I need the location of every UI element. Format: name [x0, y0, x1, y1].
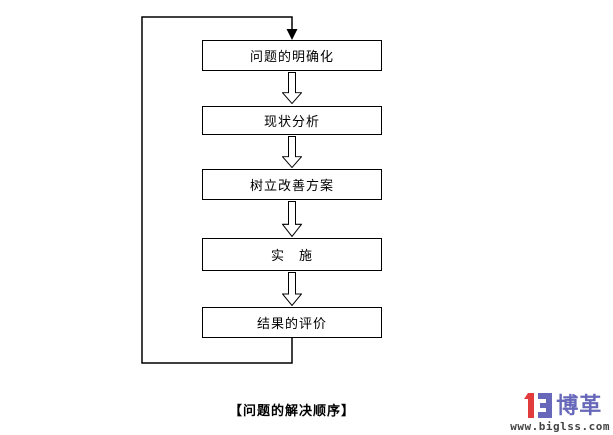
diagram-caption: 【问题的解决顺序】: [228, 403, 355, 418]
flow-step-establish-improvement-plan: 树立改善方案: [202, 169, 382, 200]
down-arrow-icon: [282, 272, 302, 306]
biglss-logo: 博革 www.biglss.com: [510, 392, 610, 433]
logo-brand-text: 博革: [556, 392, 603, 418]
flow-step-label: 结果的评价: [256, 316, 327, 331]
flow-step-implementation: 实 施: [202, 238, 382, 271]
flow-step-result-evaluation: 结果的评价: [202, 307, 382, 338]
down-arrow-icon: [282, 201, 302, 237]
logo-website-text: www.biglss.com: [510, 420, 610, 433]
flow-step-problem-clarification: 问题的明确化: [202, 40, 382, 71]
down-arrow-icon: [282, 72, 302, 104]
flow-step-current-state-analysis: 现状分析: [202, 106, 382, 135]
flow-step-label: 问题的明确化: [249, 49, 334, 64]
flow-step-label: 树立改善方案: [249, 178, 334, 193]
flow-step-label: 实 施: [270, 248, 313, 263]
flow-step-label: 现状分析: [263, 114, 320, 129]
loop-arrowhead-icon: [286, 29, 298, 40]
biglss-logo-icon: [524, 393, 553, 418]
logo-row: 博革: [524, 392, 610, 419]
down-arrow-icon: [282, 136, 302, 168]
